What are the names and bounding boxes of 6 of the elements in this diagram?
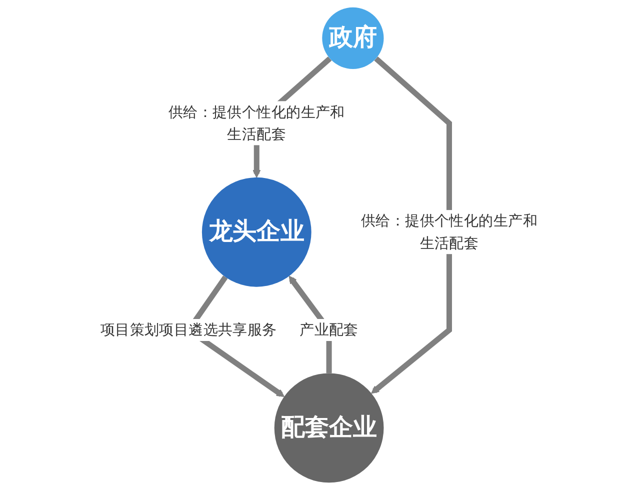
edge-label: 供给：提供个性化的生产和生活配套 xyxy=(168,102,346,142)
edge-label: 产业配套 xyxy=(300,320,359,338)
node-circle: 配套企业 xyxy=(274,373,384,483)
edge-label: 项目策划项目遴选共享服务 xyxy=(100,320,278,338)
arrow xyxy=(371,56,452,394)
edge-label: 供给：提供个性化的生产和生活配套 xyxy=(361,212,538,252)
